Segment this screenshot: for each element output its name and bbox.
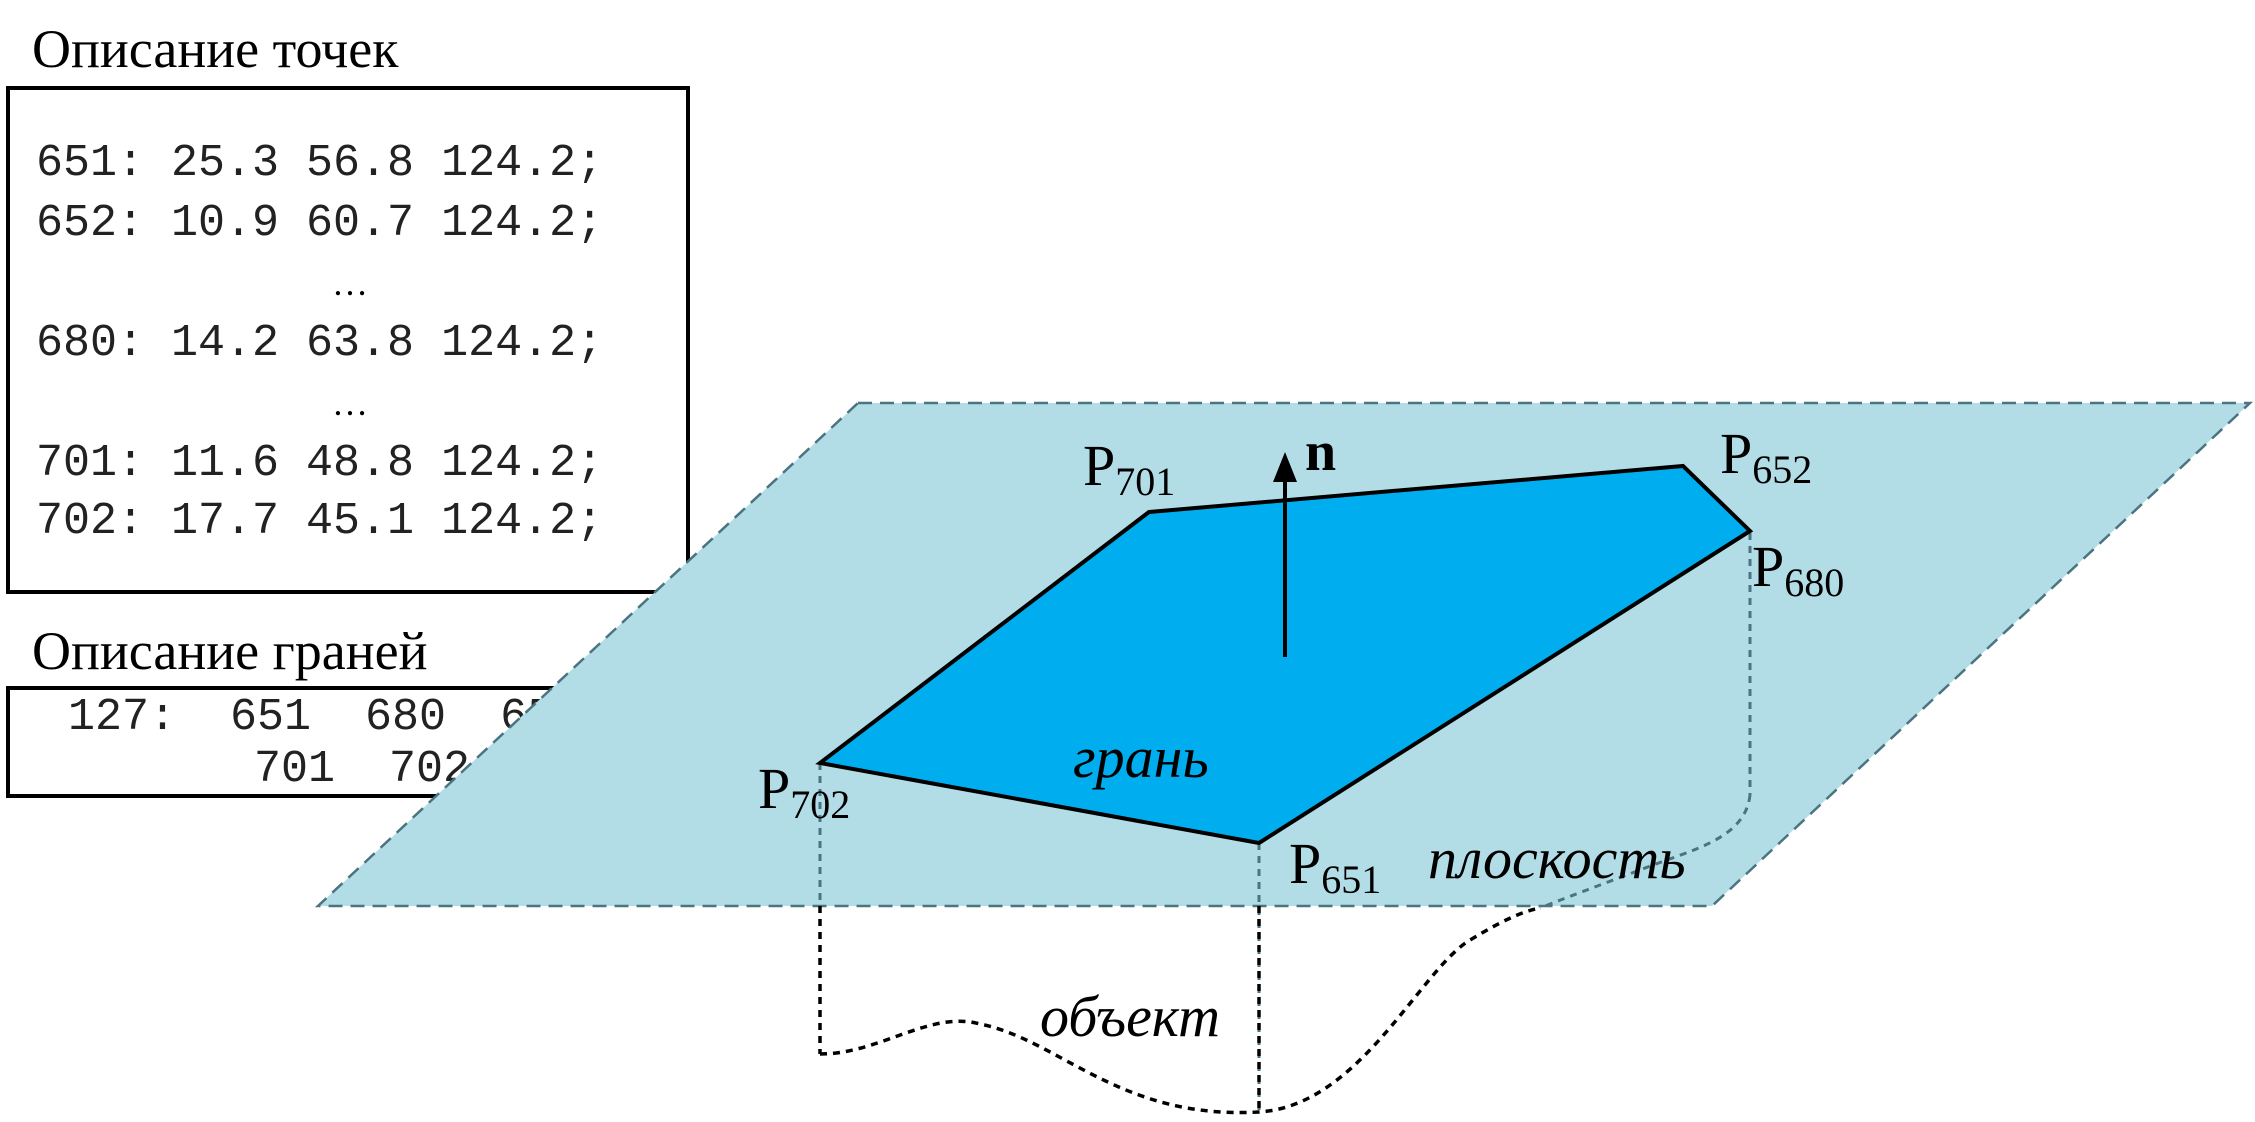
vertex-label-680: P680: [1752, 534, 1844, 605]
object-curve: [819, 906, 1541, 1115]
object-curve-hidden: [1539, 794, 1752, 910]
points-box: 651: 25.3 56.8 124.2; 652: 10.9 60.7 124…: [6, 86, 690, 594]
face-label: грань: [1073, 725, 1209, 790]
normal-arrow-head: [1273, 452, 1297, 482]
object-label: объект: [1040, 984, 1220, 1049]
vertex-label-701: P701: [1083, 433, 1175, 504]
face-line-2: 701 702;: [254, 744, 498, 795]
normal-label: n: [1305, 421, 1336, 483]
point-ellipsis: …: [332, 263, 368, 303]
points-title: Описание точек: [32, 19, 399, 79]
plane-label: плоскость: [1428, 826, 1686, 891]
faces-box: 127: 651 680 652 701 702;: [6, 686, 690, 798]
face-line-1: 127: 651 680 652: [68, 692, 582, 743]
point-row: 652: 10.9 60.7 124.2;: [36, 198, 604, 249]
vertex-label-651: P651: [1289, 831, 1381, 902]
vertex-label-652: P652: [1720, 421, 1812, 492]
vertex-label-702: P702: [758, 756, 850, 827]
point-row: 701: 11.6 48.8 124.2;: [36, 438, 604, 489]
face-shape: [815, 463, 1754, 846]
point-row: 680: 14.2 63.8 124.2;: [36, 318, 604, 369]
point-row: 651: 25.3 56.8 124.2;: [36, 138, 604, 189]
faces-title: Описание граней: [32, 621, 428, 681]
point-row: 702: 17.7 45.1 124.2;: [36, 496, 604, 547]
point-ellipsis: …: [332, 383, 368, 423]
